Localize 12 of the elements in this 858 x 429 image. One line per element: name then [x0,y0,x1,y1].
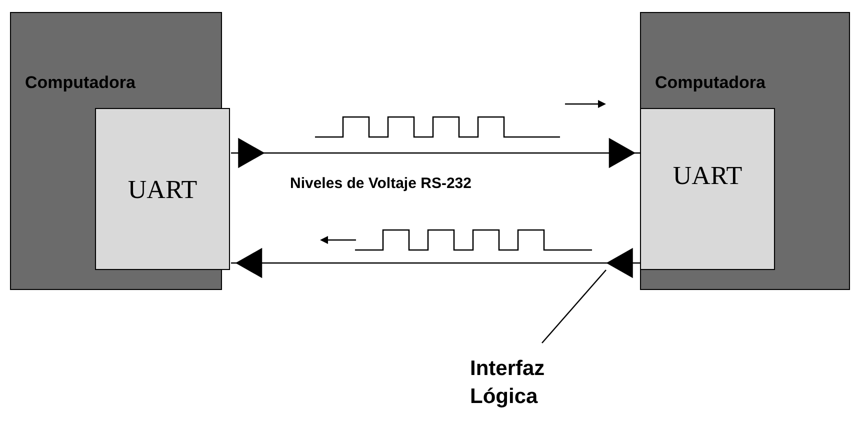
uart-box [640,108,775,270]
signal-line [231,138,640,168]
box-title: Computadora [25,73,136,93]
signal-line [231,248,640,278]
uart-box [95,108,230,270]
callout-label: Interfaz Lógica [470,356,546,410]
box-title: Computadora [655,73,766,93]
box-label: UART [126,175,198,205]
leader-line [542,270,606,344]
edge-label: Niveles de Voltaje RS-232 [290,175,472,192]
box-label: UART [672,161,744,191]
computer-box [640,12,850,290]
